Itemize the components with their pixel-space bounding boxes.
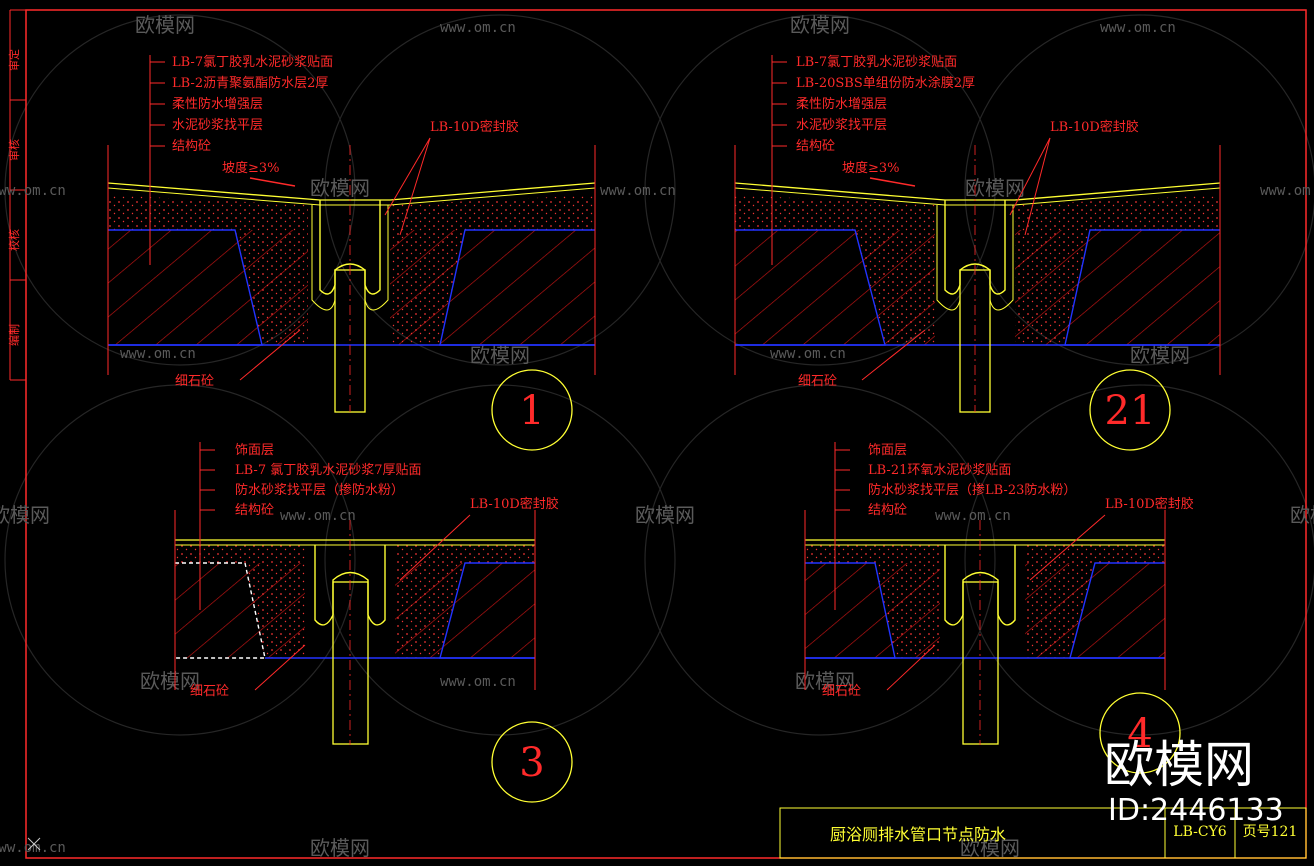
stamp-brand: 欧模网: [1104, 736, 1254, 794]
detail-4-layer-1: 饰面层: [868, 443, 907, 458]
watermark-url: www.om.cn: [600, 183, 676, 199]
detail-1-layer-4: 水泥砂浆找平层: [172, 118, 263, 133]
watermark-brand: 欧模网: [0, 503, 50, 527]
watermark-url: www.om.cn: [0, 840, 66, 856]
watermark-brand: 欧模网: [140, 669, 200, 693]
detail-21-fill: 细石砼: [798, 374, 837, 389]
detail-3-layer-4: 结构砼: [235, 503, 274, 518]
detail-4: 饰面层 LB-21环氧水泥砂浆贴面 防水砂浆找平层（掺LB-23防水粉） 结构砼…: [804, 442, 1194, 774]
detail-3-layer-2: LB-7 氯丁胶乳水泥砂浆7厚贴面: [235, 462, 422, 478]
brand-stamp: 欧模网 ID:2446133: [1104, 736, 1284, 828]
detail-3-number: 3: [519, 740, 544, 786]
detail-1-slope: 坡度≥3%: [222, 160, 280, 176]
detail-4-number: 4: [1127, 711, 1152, 757]
watermark-brand: 欧模网: [1290, 503, 1314, 527]
detail-4-layer-4: 结构砼: [868, 503, 907, 518]
detail-3-fill: 细石砼: [190, 684, 229, 699]
title-block-title: 厨浴厕排水管口节点防水: [830, 825, 1006, 844]
detail-1-layer-5: 结构砼: [172, 139, 211, 154]
detail-21-layer-4: 水泥砂浆找平层: [796, 118, 887, 133]
detail-4-layer-3: 防水砂浆找平层（掺LB-23防水粉）: [868, 482, 1076, 498]
side-strip-item-2: 审核: [7, 139, 21, 161]
detail-1-layer-1: LB-7氯丁胶乳水泥砂浆贴面: [172, 54, 333, 70]
watermark-url: www.om.cn: [440, 674, 516, 690]
detail-21-layer-3: 柔性防水增强层: [796, 96, 887, 112]
stamp-id: ID:2446133: [1108, 793, 1284, 828]
title-block-code: LB-CY6: [1173, 824, 1227, 840]
detail-21-layer-2: LB-20SBS单组份防水涂膜2厚: [796, 75, 975, 91]
watermark-brand: 欧模网: [1130, 343, 1190, 367]
crosshair-icon: [27, 837, 41, 851]
side-strip-item-4: 编制: [7, 324, 21, 346]
watermark-brand: 欧模网: [135, 13, 195, 37]
side-strip: 审定 审核 校核 编制: [7, 49, 26, 346]
detail-3-layer-3: 防水砂浆找平层（掺防水粉）: [235, 482, 404, 498]
detail-21-slope: 坡度≥3%: [842, 160, 900, 176]
watermark-brand: 欧模网: [310, 176, 370, 200]
watermark-circles: [4, 14, 1314, 736]
title-block: 厨浴厕排水管口节点防水 LB-CY6 页号121: [779, 807, 1307, 859]
side-strip-item-1: 审定: [7, 49, 21, 71]
detail-3: 饰面层 LB-7 氯丁胶乳水泥砂浆7厚贴面 防水砂浆找平层（掺防水粉） 结构砼 …: [174, 442, 573, 803]
watermark-brand: 欧模网: [470, 343, 530, 367]
detail-21-layer-1: LB-7氯丁胶乳水泥砂浆贴面: [796, 54, 957, 70]
watermark-url: www.om.cn: [770, 346, 846, 362]
watermark-url: www.om.cn: [1260, 183, 1314, 199]
detail-21: LB-7氯丁胶乳水泥砂浆贴面 LB-20SBS单组份防水涂膜2厚 柔性防水增强层…: [734, 54, 1221, 451]
watermark-url: www.om.cn: [0, 183, 66, 199]
drawing-frame: [25, 9, 1307, 859]
detail-1-number: 1: [519, 388, 544, 434]
side-strip-item-3: 校核: [7, 229, 21, 251]
detail-1-sealant: LB-10D密封胶: [430, 119, 519, 135]
watermark-brand: 欧模网: [965, 176, 1025, 200]
watermark-url: www.om.cn: [1100, 20, 1176, 36]
detail-21-sealant: LB-10D密封胶: [1050, 119, 1139, 135]
title-block-page: 页号121: [1243, 824, 1298, 840]
detail-4-fill: 细石砼: [822, 684, 861, 699]
detail-21-number: 21: [1105, 388, 1156, 434]
watermark-url: www.om.cn: [280, 508, 356, 524]
watermark-url: www.om.cn: [440, 20, 516, 36]
watermark-brand: 欧模网: [635, 503, 695, 527]
watermark-text: 欧模网 www.om.cn 欧模网 www.om.cn www.om.cn 欧模…: [0, 13, 1314, 860]
detail-1: LB-7氯丁胶乳水泥砂浆贴面 LB-2沥青聚氨酯防水层2厚 柔性防水增强层 水泥…: [107, 54, 596, 451]
detail-3-layer-1: 饰面层: [235, 443, 274, 458]
watermark-brand: 欧模网: [310, 836, 370, 860]
detail-1-fill: 细石砼: [175, 374, 214, 389]
detail-4-layer-2: LB-21环氧水泥砂浆贴面: [868, 463, 1011, 478]
detail-4-sealant: LB-10D密封胶: [1105, 496, 1194, 512]
watermark-brand: 欧模网: [790, 13, 850, 37]
watermark-url: www.om.cn: [120, 346, 196, 362]
detail-21-layer-5: 结构砼: [796, 139, 835, 154]
watermark-url: www.om.cn: [935, 508, 1011, 524]
detail-1-layer-2: LB-2沥青聚氨酯防水层2厚: [172, 75, 328, 91]
detail-3-sealant: LB-10D密封胶: [470, 496, 559, 512]
detail-1-layer-3: 柔性防水增强层: [172, 96, 263, 112]
watermark-brand: 欧模网: [960, 836, 1020, 860]
